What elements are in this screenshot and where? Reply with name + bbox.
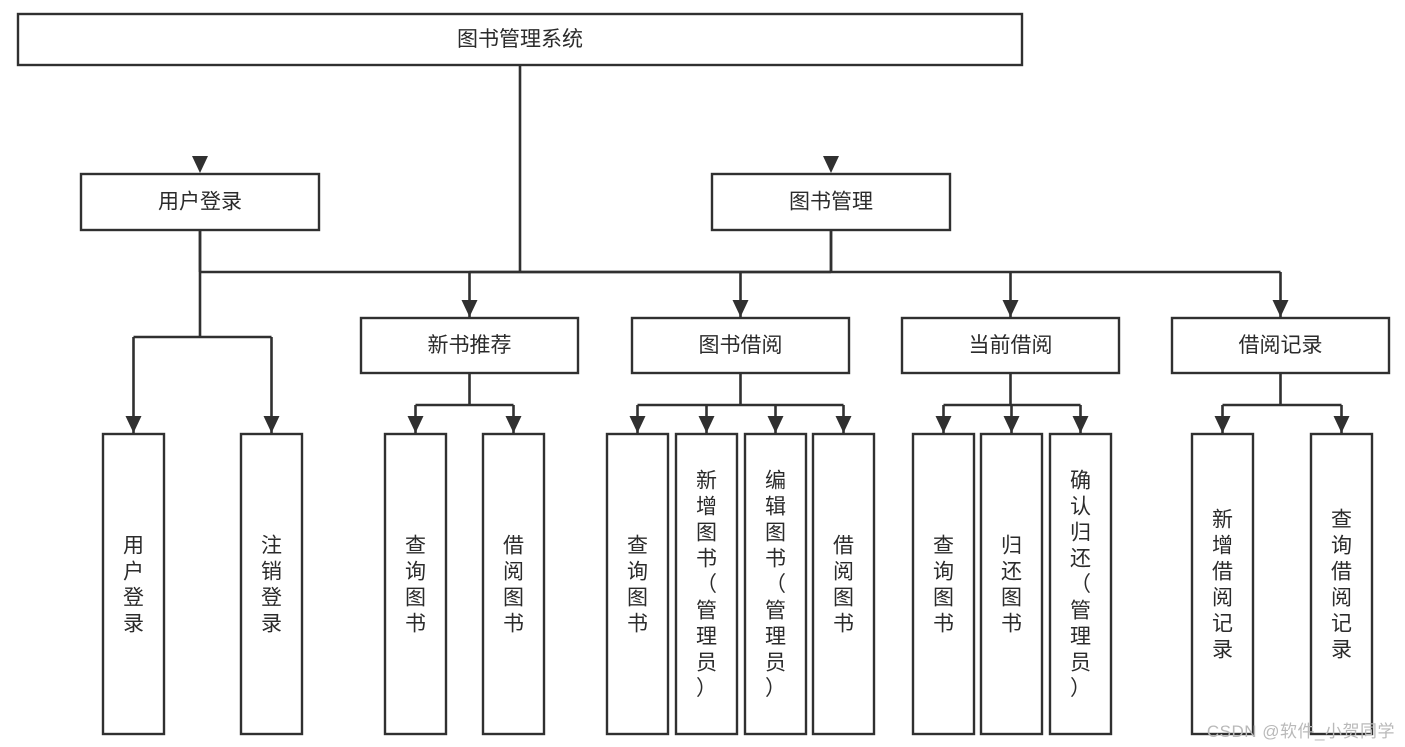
arrow-head-icon-borrow-query-book <box>629 416 646 433</box>
node-label-book-borrow: 图书借阅 <box>699 334 783 357</box>
node-box-borrow-query-book[interactable] <box>605 432 670 736</box>
node-box-cur-return-book[interactable] <box>979 432 1044 736</box>
node-label-borrow-record: 借阅记录 <box>1239 334 1323 357</box>
node-box-book-manage[interactable] <box>710 172 952 232</box>
arrow-head-icon-rec-query-record <box>1333 416 1350 433</box>
arrow-head-icon-rec-query-book <box>407 416 424 433</box>
node-label-borrow-edit-book: 编辑图书（管理员） <box>765 469 786 700</box>
node-label-book-manage: 图书管理 <box>789 191 873 214</box>
node-box-root[interactable] <box>16 12 1024 67</box>
node-box-cur-confirm-return[interactable] <box>1048 432 1113 736</box>
node-box-borrow-borrow-book[interactable] <box>811 432 876 736</box>
arrow-head-icon-book-manage <box>823 156 839 173</box>
arrow-head-icon-login-do <box>125 416 142 433</box>
node-label-rec-add-record: 新增借阅记录 <box>1212 508 1233 661</box>
node-label-current-borrow: 当前借阅 <box>969 334 1053 357</box>
node-label-rec-borrow-book: 借阅图书 <box>503 534 524 635</box>
node-box-logout-do[interactable] <box>239 432 304 736</box>
node-label-rec-query-book: 查询图书 <box>405 534 426 635</box>
arrow-head-icon-borrow-borrow-book <box>835 416 852 433</box>
node-box-rec-borrow-book[interactable] <box>481 432 546 736</box>
node-box-rec-add-record[interactable] <box>1190 432 1255 736</box>
arrow-head-icon-cur-confirm-return <box>1072 416 1089 433</box>
node-label-borrow-query-book: 查询图书 <box>627 534 648 635</box>
arrow-head-icon-current-borrow <box>1002 300 1019 317</box>
node-box-rec-query-book[interactable] <box>383 432 448 736</box>
arrow-head-icon-new-book-recommend <box>461 300 478 317</box>
node-label-user-login: 用户登录 <box>158 191 242 214</box>
node-box-login-do[interactable] <box>101 432 166 736</box>
csdn-watermark: CSDN @软件_小贺同学 <box>1206 722 1395 741</box>
arrow-head-icon-user-login <box>192 156 208 173</box>
arrow-head-icon-cur-return-book <box>1003 416 1020 433</box>
node-box-rec-query-record[interactable] <box>1309 432 1374 736</box>
arrow-head-icon-borrow-record <box>1272 300 1289 317</box>
node-box-borrow-add-book[interactable] <box>674 432 739 736</box>
arrow-head-icon-borrow-add-book <box>698 416 715 433</box>
arrow-head-icon-rec-borrow-book <box>505 416 522 433</box>
node-box-borrow-edit-book[interactable] <box>743 432 808 736</box>
node-label-cur-return-book: 归还图书 <box>1001 534 1022 635</box>
node-label-rec-query-record: 查询借阅记录 <box>1331 508 1352 661</box>
arrow-head-icon-logout-do <box>263 416 280 433</box>
node-label-root: 图书管理系统 <box>457 28 583 51</box>
node-box-cur-query-book[interactable] <box>911 432 976 736</box>
node-box-borrow-record[interactable] <box>1170 316 1391 375</box>
node-box-user-login[interactable] <box>79 172 321 232</box>
node-box-book-borrow[interactable] <box>630 316 851 375</box>
arrow-head-icon-book-borrow <box>732 300 749 317</box>
node-label-cur-query-book: 查询图书 <box>933 534 954 635</box>
arrow-head-icon-rec-add-record <box>1214 416 1231 433</box>
arrow-head-icon-cur-query-book <box>935 416 952 433</box>
node-label-logout-do: 注销登录 <box>261 534 282 635</box>
node-label-new-book-recommend: 新书推荐 <box>428 334 512 357</box>
node-label-borrow-borrow-book: 借阅图书 <box>833 534 854 635</box>
node-label-cur-confirm-return: 确认归还（管理员） <box>1070 469 1091 700</box>
node-label-login-do: 用户登录 <box>123 534 144 635</box>
arrow-head-icon-borrow-edit-book <box>767 416 784 433</box>
node-label-borrow-add-book: 新增图书（管理员） <box>696 469 717 700</box>
